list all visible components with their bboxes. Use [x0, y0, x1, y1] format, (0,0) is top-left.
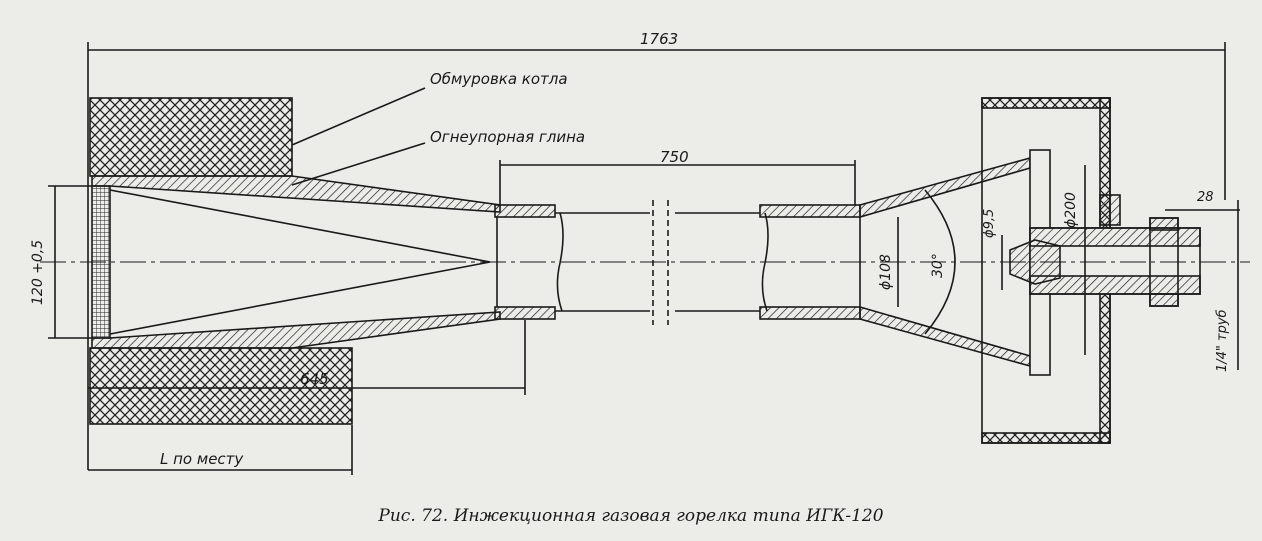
mixer-length-label: 750 — [660, 148, 689, 166]
flange-diameter-label: ϕ200 — [1063, 192, 1079, 228]
wall-length-label: L по месту — [160, 450, 244, 468]
cone-length-label: 645 — [300, 370, 329, 388]
boiler-masonry-top — [89, 97, 293, 177]
refractory-callout: Огнеупорная глина — [430, 128, 586, 146]
angle-arc — [924, 189, 956, 335]
inlet-diameter-label: 120 +0,5 — [30, 239, 46, 305]
thread-length-label: 28 — [1197, 190, 1214, 205]
angle-label: 30° — [930, 253, 946, 278]
overall-dimension-line — [87, 42, 1226, 470]
diffuser-top — [859, 156, 1031, 219]
overall-length-label: 1763 — [640, 30, 679, 48]
masonry-callout: Обмуровка котла — [430, 70, 568, 88]
pipe-thread-label: 1/4" труб — [1215, 309, 1230, 372]
refractory-clay-bottom — [91, 311, 501, 349]
nozzle-diameter-label: ϕ9,5 — [982, 208, 997, 238]
diffuser-bottom — [859, 305, 1031, 368]
mixer-pipe — [494, 200, 861, 325]
refractory-clay-top — [91, 175, 501, 213]
pipe-diameter-label: ϕ108 — [878, 254, 894, 290]
figure-caption: Рис. 72. Инжекционная газовая горелка ти… — [378, 506, 884, 526]
